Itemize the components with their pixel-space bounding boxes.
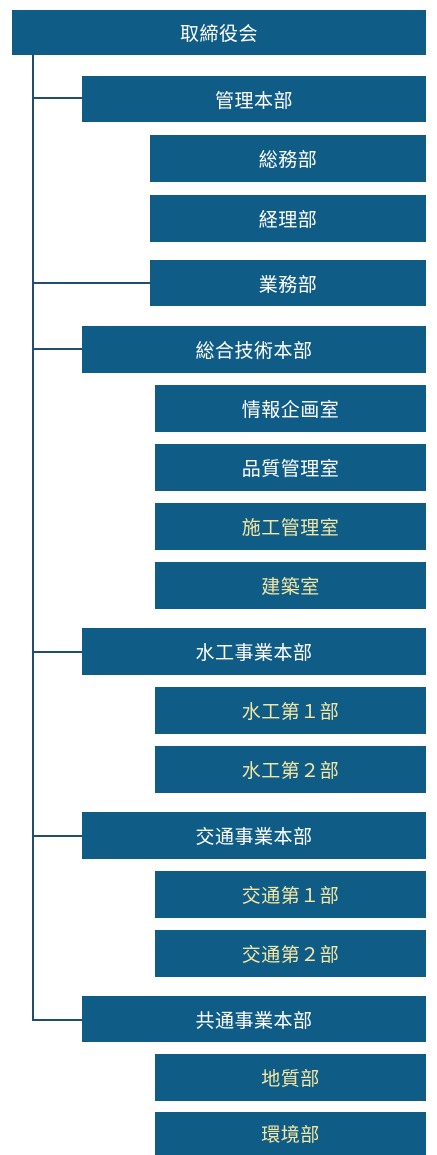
traffic-dept-2-box: 交通第２部: [155, 930, 426, 977]
architecture-office-box: 建築室: [155, 562, 426, 609]
tech-division-box: 総合技術本部: [82, 326, 426, 373]
board-of-directors-box: 取締役会: [12, 10, 426, 55]
traffic-division-box: 交通事業本部: [82, 812, 426, 859]
trunk-line: [32, 55, 34, 1021]
water-dept-2-box: 水工第２部: [155, 746, 426, 793]
branch-line-common: [32, 1019, 82, 1021]
geology-dept-box: 地質部: [155, 1054, 426, 1101]
accounting-dept-box: 経理部: [150, 195, 426, 242]
info-planning-office-box: 情報企画室: [155, 385, 426, 432]
branch-line-traffic: [32, 835, 82, 837]
traffic-dept-1-box: 交通第１部: [155, 871, 426, 918]
quality-control-office-box: 品質管理室: [155, 444, 426, 491]
admin-division-box: 管理本部: [82, 76, 426, 122]
general-affairs-dept-box: 総務部: [150, 135, 426, 182]
branch-line-admin: [32, 97, 82, 99]
branch-line-water: [32, 651, 82, 653]
water-division-box: 水工事業本部: [82, 628, 426, 675]
water-dept-1-box: 水工第１部: [155, 687, 426, 734]
construction-management-office-box: 施工管理室: [155, 503, 426, 550]
business-dept-box: 業務部: [150, 260, 426, 306]
branch-line-tech: [32, 348, 82, 350]
environment-dept-box: 環境部: [155, 1112, 426, 1155]
common-division-box: 共通事業本部: [82, 996, 426, 1042]
branch-line-business: [32, 282, 150, 284]
